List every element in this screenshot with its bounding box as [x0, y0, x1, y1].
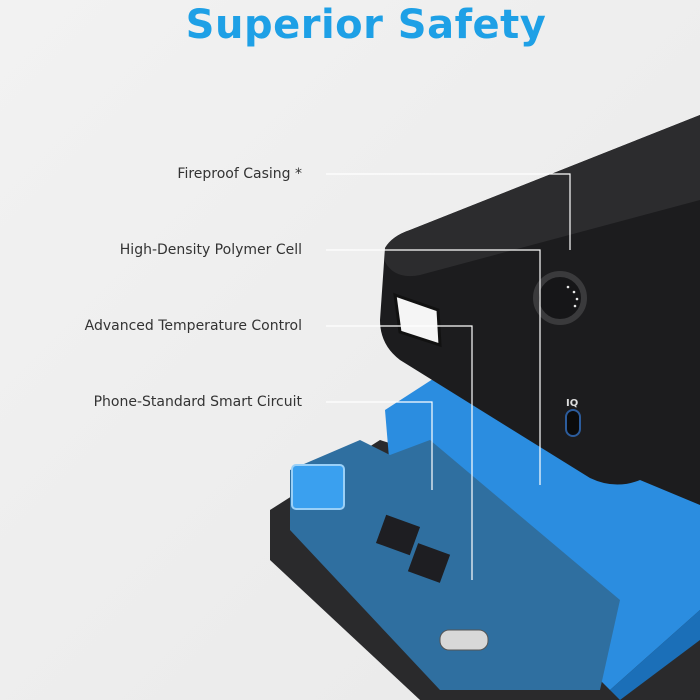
usb-c-casing-port [565, 409, 581, 437]
leader-lines [326, 173, 571, 580]
usb-a-casing-port [393, 292, 442, 348]
poweriq-mark: IQ [566, 398, 579, 409]
feature-label-polymer-cell: High-Density Polymer Cell [119, 242, 302, 258]
feature-label-fireproof-casing: Fireproof Casing * [177, 166, 302, 182]
usb-c-port [439, 629, 489, 651]
usb-a-port [291, 464, 345, 510]
chip [407, 543, 451, 583]
page-title: Superior Safety [185, 2, 547, 48]
chip [375, 514, 421, 556]
circuit-board [290, 440, 620, 690]
power-button [533, 271, 587, 325]
feature-label-smart-circuit: Phone-Standard Smart Circuit [93, 394, 302, 410]
feature-label-temperature-control: Advanced Temperature Control [84, 318, 302, 334]
